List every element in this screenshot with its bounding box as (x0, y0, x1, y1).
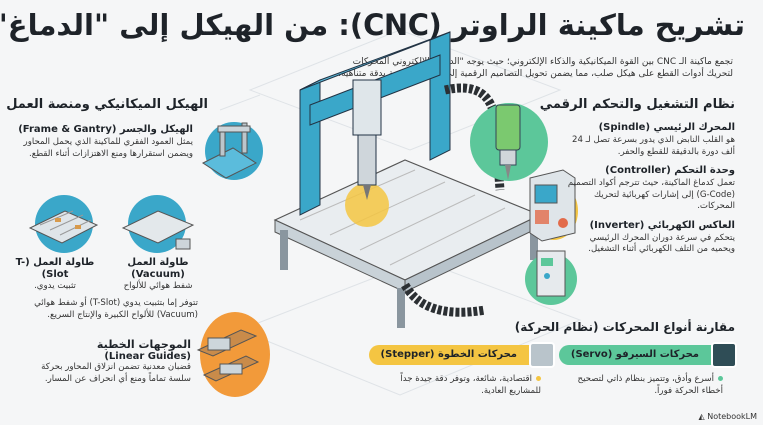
vacuum-block: طاولة العمل (Vacuum) شفط هوائي للألواح (108, 257, 208, 293)
vacuum-body: شفط هوائي للألواح (123, 281, 193, 291)
section-heading-control: نظام التشغيل والتحكم الرقمي (539, 97, 735, 112)
frame-block: الهيكل والجسر (Frame & Gantry) يمثل العم… (8, 124, 193, 160)
frame-body: يمثل العمود الفقري للماكينة الذي يحمل ال… (23, 137, 193, 159)
inverter-title: العاكس الكهربائي (Inverter) (589, 219, 735, 231)
guides-block: الموجهات الخطية (Linear Guides) قضبان مع… (21, 338, 191, 385)
page-subtitle: تجمع ماكينة الـ CNC بين القوة الميكانيكي… (338, 57, 733, 79)
servo-body-text: أسرع وأدق، وتتميز بنظام ذاتي لتصحيح أخطا… (577, 374, 723, 396)
vacuum-table-drawing (121, 210, 195, 250)
spindle-block: المحرك الرئيسي (Spindle) هو القلب النابض… (567, 122, 735, 158)
tslot-title: طاولة العمل (T-Slot) (15, 257, 95, 280)
controller-block: وحدة التحكم (Controller) تعمل كدماغ الما… (567, 165, 735, 213)
inverter-block: العاكس الكهربائي (Inverter) يتحكم في سرع… (567, 220, 735, 256)
frame-gantry-icon (201, 122, 258, 179)
guides-subtitle: (Linear Guides) (104, 351, 191, 362)
controller-title: وحدة التحكم (Controller) (605, 165, 735, 176)
servo-body: أسرع وأدق، وتتميز بنظام ذاتي لتصحيح أخطا… (573, 374, 723, 397)
linear-guides-drawing (196, 329, 260, 382)
control-items: المحرك الرئيسي (Spindle) هو القلب النابض… (567, 122, 735, 263)
controller-drawing (529, 169, 576, 242)
bullet-icon (718, 376, 723, 381)
frame-title: الهيكل والجسر (Frame & Gantry) (18, 124, 193, 135)
spindle-body: هو القلب النابض الذي يدور بسرعة تصل لـ 2… (571, 135, 735, 157)
stepper-body: اقتصادية، شائعة، وتوفر دقة جيدة جداً للم… (391, 374, 541, 397)
spindle-title: المحرك الرئيسي (Spindle) (598, 122, 735, 133)
gantry-right-leg (429, 31, 451, 161)
tslot-table-drawing (28, 210, 99, 244)
spindle-drawing (495, 104, 521, 180)
inverter-drawing (536, 250, 566, 297)
page-title: تشريح ماكينة الراوتر (CNC): من الهيكل إل… (0, 8, 746, 42)
tslot-body: تثبيت يدوي. (34, 281, 76, 291)
servo-label: محركات السيرفو (Servo) (570, 349, 699, 360)
z-axis-carriage (352, 79, 382, 136)
vacuum-title: طاولة العمل (Vacuum) (127, 257, 189, 280)
motor-comparison-heading: مقارنة أنواع المحركات (نظام الحركة) (514, 320, 735, 334)
spindle (357, 134, 377, 186)
notebooklm-brand: ◭ NotebookLM (698, 412, 758, 421)
controller-body: تعمل كدماغ الماكينة، حيث تترجم أكواد الت… (567, 178, 735, 211)
gantry-left-leg (299, 79, 321, 216)
stepper-pill: محركات الخطوة (Stepper) (368, 342, 555, 368)
servo-motor-icon (711, 342, 737, 368)
tables-note: تتوفر إما بتثبيت يدوي (T-Slot) أو شفط هو… (34, 298, 198, 320)
section-heading-mechanical: الهيكل الميكانيكي ومنصة العمل (6, 97, 208, 112)
guides-title: الموجهات الخطية (96, 338, 191, 351)
stepper-body-text: اقتصادية، شائعة، وتوفر دقة جيدة جداً للم… (400, 374, 541, 396)
cnc-machine-illustration (273, 31, 542, 328)
guides-body: قضبان معدنية تضمن انزلاق المحاور بحركة س… (41, 362, 191, 384)
stepper-motor-icon (529, 342, 555, 368)
stepper-label: محركات الخطوة (Stepper) (380, 349, 517, 360)
brand-text: NotebookLM (707, 412, 757, 421)
bullet-icon (536, 376, 541, 381)
servo-pill: محركات السيرفو (Servo) (558, 342, 737, 368)
inverter-body: يتحكم في سرعة دوران المحرك الرئيسي ويحمي… (588, 232, 735, 255)
tslot-block: طاولة العمل (T-Slot) تثبيت يدوي. (6, 257, 104, 293)
